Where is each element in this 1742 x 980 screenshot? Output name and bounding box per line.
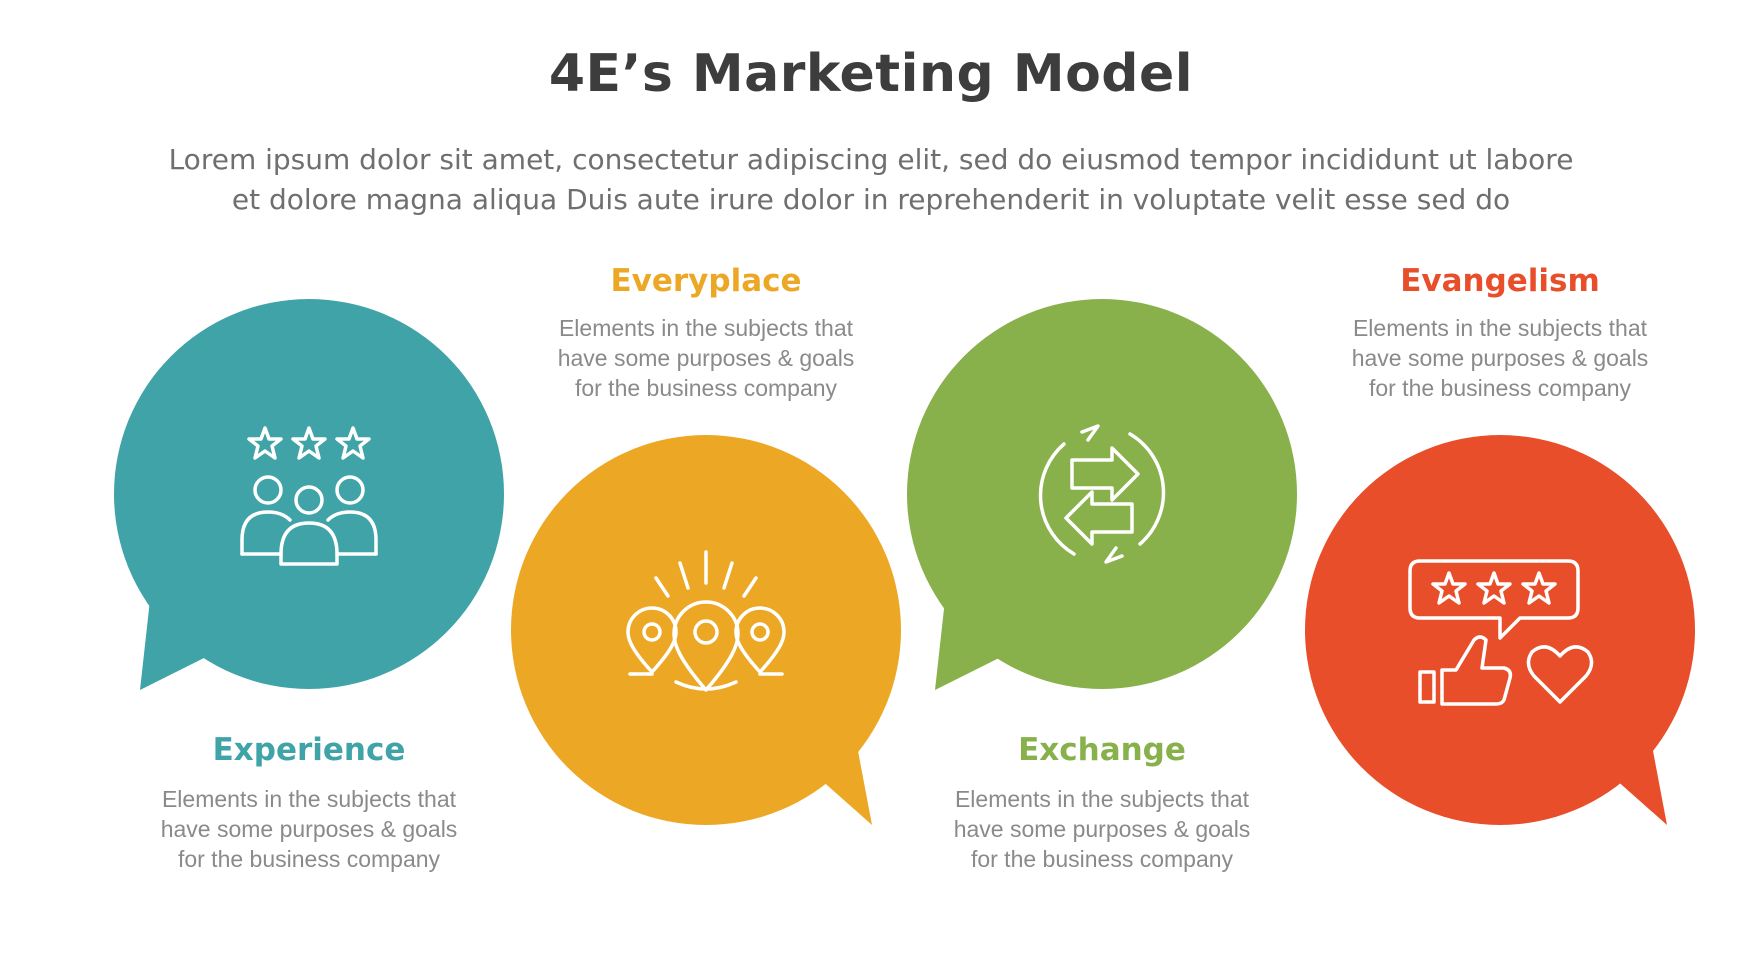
experience-bubble [114, 299, 504, 690]
exchange-arrows-icon [1038, 424, 1166, 564]
page-subtitle: Lorem ipsum dolor sit amet, consectetur … [80, 140, 1662, 220]
subtitle-line-1: Lorem ipsum dolor sit amet, consectetur … [168, 143, 1574, 176]
location-pins-icon [626, 550, 786, 692]
label-exchange: Exchange [1018, 732, 1186, 768]
description-exchange: Elements in the subjects that have some … [953, 786, 1251, 872]
label-experience: Experience [212, 732, 406, 768]
description-evangelism: Elements in the subjects that have some … [1351, 315, 1649, 401]
page-title: 4E’s Marketing Model [548, 44, 1194, 104]
people-rating-icon [240, 426, 378, 566]
everyplace-bubble [511, 435, 901, 825]
exchange-bubble [907, 299, 1297, 690]
review-like-heart-icon [1408, 559, 1594, 706]
subtitle-line-2: et dolore magna aliqua Duis aute irure d… [231, 183, 1511, 216]
description-everyplace: Elements in the subjects that have some … [557, 315, 855, 401]
description-experience: Elements in the subjects that have some … [160, 786, 458, 872]
label-evangelism: Evangelism [1400, 263, 1600, 299]
label-everyplace: Everyplace [610, 263, 802, 299]
